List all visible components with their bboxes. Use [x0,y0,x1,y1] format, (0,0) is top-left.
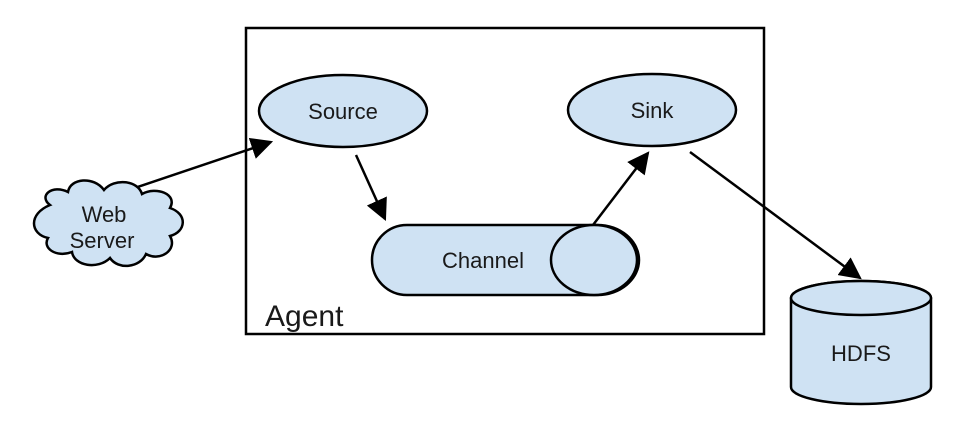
sink-label: Sink [631,98,675,123]
web-server-label-line1: Web [82,202,127,227]
web-server-node: Web Server [32,179,184,267]
sink-node: Sink [566,72,738,148]
edge-source-to-channel [354,154,387,222]
hdfs-node: HDFS [789,279,933,406]
hdfs-cylinder-top [789,279,933,317]
source-ellipse [257,73,429,149]
edge-channel-to-sink [592,151,650,226]
channel-node: Channel [370,223,641,297]
hdfs-label: HDFS [831,341,891,366]
source-node: Source [257,73,429,149]
edge-sink-to-hdfs [689,150,862,280]
source-label: Source [308,99,378,124]
channel-label: Channel [442,248,524,273]
web-server-label-line2: Server [70,228,135,253]
cloud-icon [32,179,184,267]
channel-cylinder-end [549,223,639,297]
agent-label: Agent [265,300,344,333]
sink-ellipse [566,72,738,148]
agent-container: Agent [244,26,766,336]
